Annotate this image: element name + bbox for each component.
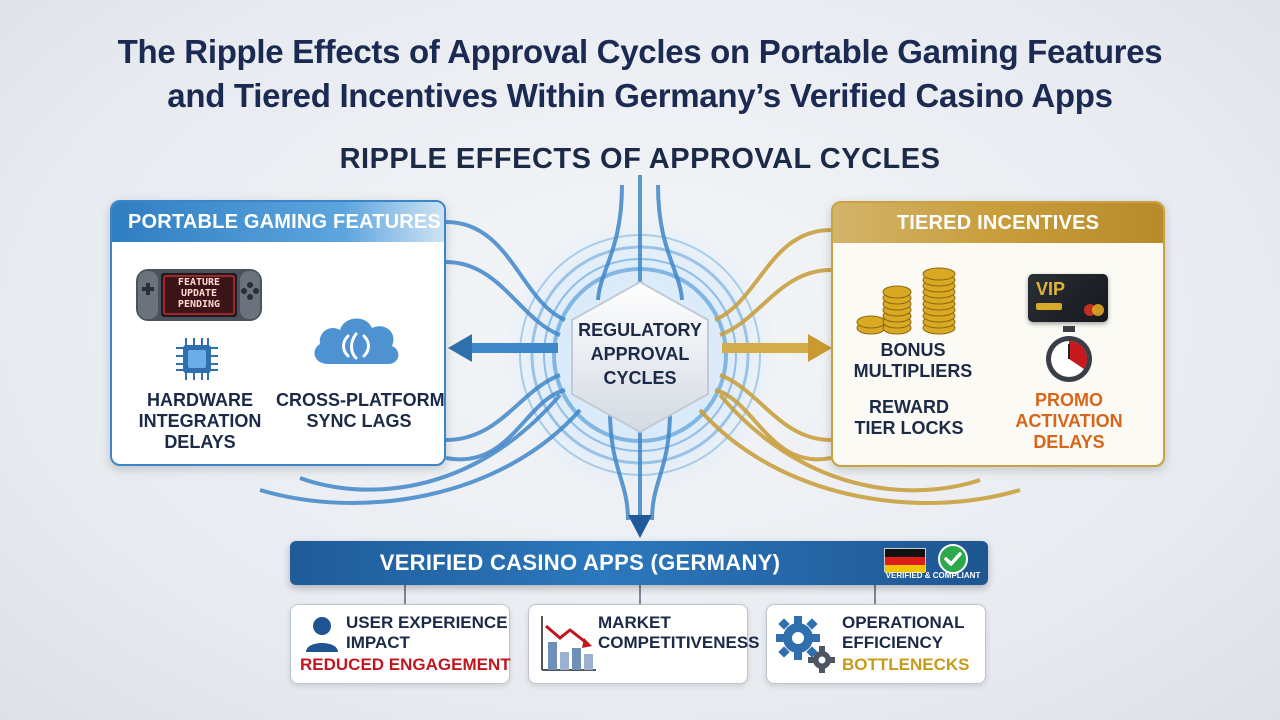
impact-3-line-1: OPERATIONAL	[842, 613, 965, 632]
check-badge-icon	[938, 544, 968, 574]
main-title-line-2: and Tiered Incentives Within Germany’s V…	[167, 77, 1113, 114]
verified-casino-apps-bar	[290, 541, 988, 585]
device-screen-line-1: FEATURE	[177, 277, 221, 288]
vip-card-text: VIP	[1036, 279, 1066, 299]
vip-card-logo-right	[1092, 304, 1104, 316]
cross-platform-sync-lags-label: CROSS-PLATFORM SYNC LAGS	[276, 390, 445, 432]
arrow-down	[628, 515, 652, 538]
bar-chart-icon	[538, 612, 598, 674]
reward-tier-locks-label: REWARD TIER LOCKS	[848, 397, 970, 439]
promo-line-2: ACTIVATION	[1015, 411, 1123, 431]
sync-line-2: SYNC LAGS	[306, 411, 412, 431]
hardware-integration-delays-label: HARDWARE INTEGRATION DELAYS	[130, 390, 270, 453]
bonus-line-1: BONUS	[880, 340, 946, 360]
user-icon	[302, 614, 342, 654]
hardware-line-3: DELAYS	[164, 432, 236, 452]
handheld-console-icon	[136, 267, 262, 323]
stopwatch-icon	[1042, 326, 1096, 384]
promo-line-1: PROMO	[1034, 390, 1103, 410]
impact-1-line-3: REDUCED ENGAGEMENT	[300, 655, 511, 674]
top-flow-lines	[596, 175, 684, 301]
arrow-to-left-panel	[448, 334, 558, 362]
right-flow-lines	[698, 228, 1021, 505]
german-flag-icon	[884, 548, 926, 573]
device-screen-line-3: PENDING	[177, 299, 221, 310]
tiered-incentives-panel: TIERED INCENTIVES	[831, 201, 1165, 467]
impact-1-line-1: USER EXPERIENCE	[346, 613, 508, 632]
main-title: The Ripple Effects of Approval Cycles on…	[0, 30, 1280, 118]
left-panel-header: PORTABLE GAMING FEATURES	[112, 202, 444, 242]
device-screen-line-2: UPDATE	[180, 288, 218, 299]
reward-line-2: TIER LOCKS	[854, 418, 964, 438]
center-hexagon	[571, 280, 709, 434]
main-title-line-1: The Ripple Effects of Approval Cycles on…	[117, 33, 1163, 70]
center-label-line-2: APPROVAL	[590, 344, 690, 364]
impact-3-line-2: EFFICIENCY	[842, 633, 944, 652]
promo-activation-delays-label: PROMO ACTIVATION DELAYS	[1004, 390, 1134, 453]
vip-card-stripe	[1036, 303, 1062, 310]
bonus-multipliers-label: BONUS MULTIPLIERS	[852, 340, 974, 382]
bonus-line-2: MULTIPLIERS	[853, 361, 973, 381]
arrow-to-right-panel	[722, 334, 832, 362]
sync-line-1: CROSS-PLATFORM	[276, 390, 445, 410]
center-label-line-3: CYCLES	[603, 368, 677, 388]
device-screen-text: FEATURE UPDATE PENDING	[166, 277, 232, 310]
hardware-line-1: HARDWARE	[147, 390, 253, 410]
cloud-sync-icon	[308, 308, 404, 370]
reward-line-1: REWARD	[869, 397, 949, 417]
hardware-line-2: INTEGRATION	[138, 411, 262, 431]
impact-1-line-2: IMPACT	[346, 633, 410, 652]
vip-card-icon: VIP	[1028, 274, 1108, 322]
impact-2-line-1: MARKET	[598, 613, 671, 632]
coin-stacks-icon	[855, 264, 965, 338]
bottom-flow-lines	[608, 409, 672, 521]
promo-line-3: DELAYS	[1033, 432, 1105, 452]
impact-3-line-3: BOTTLENECKS	[842, 655, 970, 674]
impact-connectors	[404, 585, 876, 604]
verified-casino-apps-label: VERIFIED CASINO APPS (GERMANY)	[379, 550, 781, 575]
impact-2-line-2: COMPETITIVENESS	[598, 633, 760, 652]
center-label: REGULATORY APPROVAL CYCLES	[565, 318, 715, 390]
right-panel-header: TIERED INCENTIVES	[833, 203, 1163, 243]
left-flow-lines	[259, 220, 582, 505]
chip-icon	[174, 336, 220, 382]
gears-icon	[774, 614, 836, 674]
verified-compliant-label: VERIFIED & COMPLIANT	[885, 571, 981, 580]
diagram-title: RIPPLE EFFECTS OF APPROVAL CYCLES	[339, 143, 941, 175]
center-label-line-1: REGULATORY	[578, 320, 702, 340]
